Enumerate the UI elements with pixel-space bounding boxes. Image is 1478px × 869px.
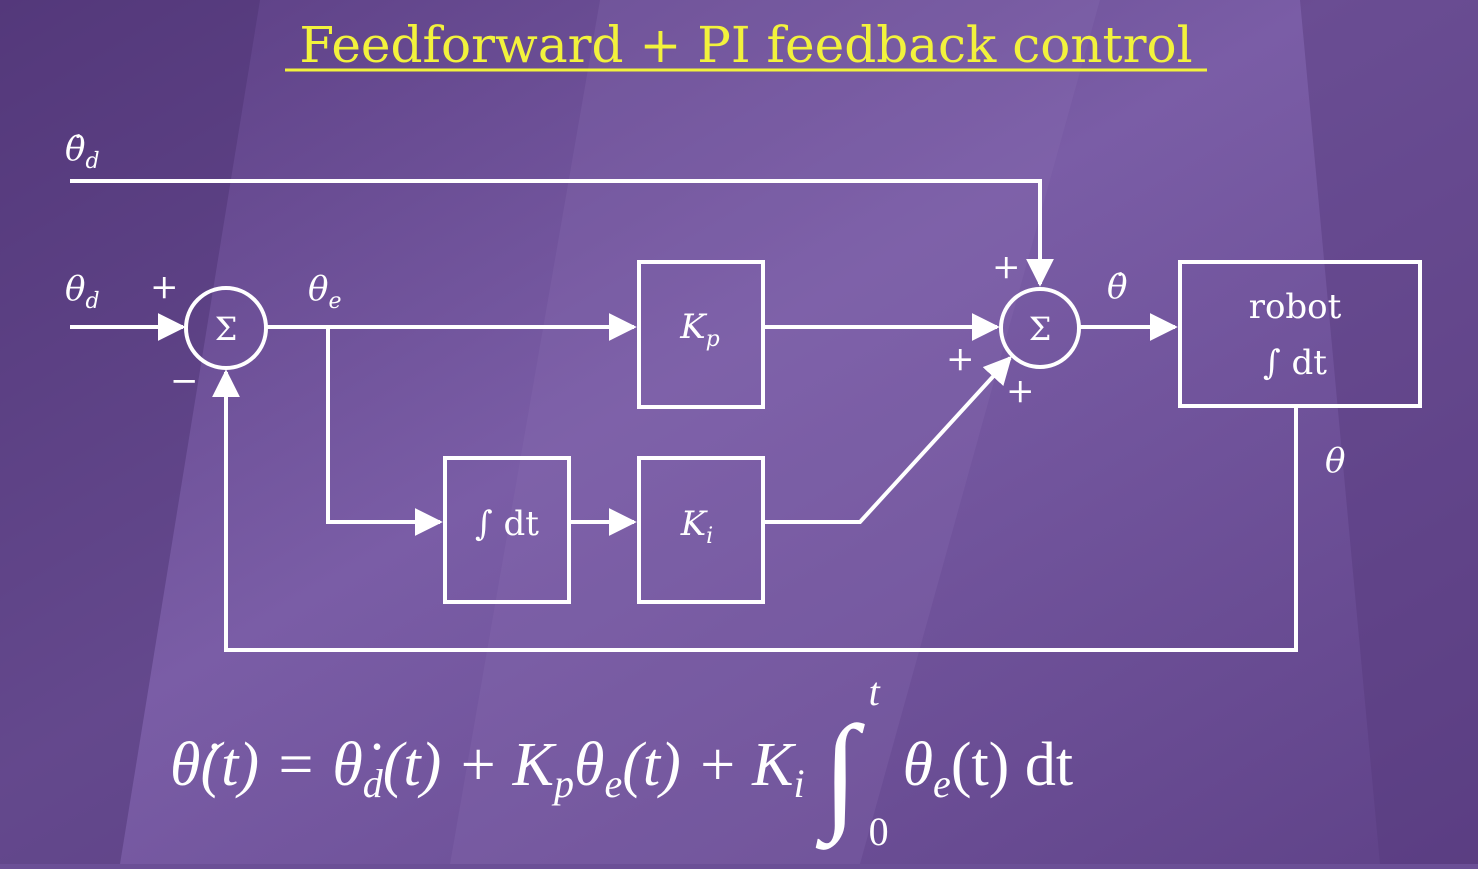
ki-label: Ki [680,504,713,549]
integrator-block [443,456,571,604]
integrator-label: ∫ dt [475,504,539,544]
label-theta-d-dot: θ̇d [65,129,100,174]
integral-lower-limit: 0 [869,809,889,854]
feedback-wire [212,369,1298,652]
sum1-symbol: Σ [215,310,238,348]
feedforward-wire [70,179,1054,287]
sum2-plus-bottom: + [1006,371,1035,411]
sum1-plus: + [150,267,179,307]
label-theta-dot: θ̇ [1107,267,1127,307]
integral-sign: ∫ [815,700,865,850]
sum1-minus: − [170,361,199,401]
robot-block [1178,260,1422,408]
ki-output-wire [763,355,1012,524]
sum2-plus-left: + [946,339,975,379]
robot-integrator-label: ∫ dt [1263,343,1327,383]
integral-branch-wire [326,327,443,536]
integral-upper-limit: t [869,669,881,714]
bg-facet [0,0,260,864]
kp-label: Kp [679,307,720,352]
control-law-equation: θ̇(t) =θ̇d(t) +Kpθe(t) +Ki [170,731,805,806]
robot-label: robot [1249,287,1342,327]
ki-block [637,456,765,604]
integrand: θe(t) dt [903,731,1073,806]
label-theta-d: θd [65,269,100,314]
kp-block [637,260,765,409]
label-theta-e: θe [308,269,342,314]
bg-facet [1300,0,1478,864]
sum2-symbol: Σ [1029,310,1052,348]
sum2-plus-top: + [992,247,1021,287]
slide-title: Feedforward + PI feedback control [299,16,1192,74]
label-theta: θ [1325,441,1345,481]
